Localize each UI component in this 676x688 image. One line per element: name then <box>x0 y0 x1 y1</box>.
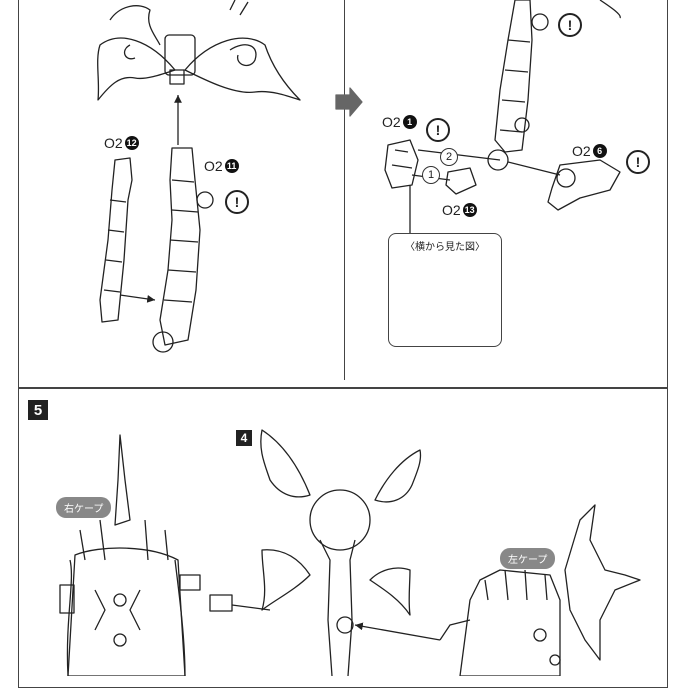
part-13-drawing <box>445 167 477 195</box>
center-wings-drawing <box>260 429 422 676</box>
part-6-drawing <box>547 159 621 211</box>
part-prefix: O2 <box>572 143 591 159</box>
part-1-drawing <box>384 139 419 189</box>
order-marker-1: 1 <box>422 166 440 184</box>
part-label-1: O2 1 <box>382 114 417 130</box>
part-11-drawing <box>152 147 214 353</box>
caution-icon: ! <box>626 150 650 174</box>
part-label-11: O2 11 <box>204 158 239 174</box>
part-prefix: O2 <box>442 202 461 218</box>
wing-assembly-drawing <box>97 0 301 101</box>
sub-step-number: 4 <box>236 430 252 446</box>
inset-title: 〈横から見た図〉 <box>405 242 485 253</box>
part-prefix: O2 <box>382 114 401 130</box>
arm-bar-drawing <box>487 0 621 171</box>
part-prefix: O2 <box>204 158 223 174</box>
part-prefix: O2 <box>104 135 123 151</box>
part-number-badge: 11 <box>224 159 239 173</box>
right-cape-label: 右ケープ <box>56 497 112 518</box>
step-panel-top <box>18 0 668 388</box>
part-number-badge: 12 <box>124 136 139 150</box>
part-number-badge: 6 <box>592 144 607 158</box>
right-cape-drawing <box>59 434 233 676</box>
caution-icon: ! <box>225 190 249 214</box>
caution-icon: ! <box>558 13 582 37</box>
part-number-badge: 13 <box>462 203 477 217</box>
part-label-12: O2 12 <box>104 135 139 151</box>
panel-divider <box>344 0 345 380</box>
order-marker-2: 2 <box>440 148 458 166</box>
part-number-badge: 1 <box>402 115 417 129</box>
part-label-6: O2 6 <box>572 143 607 159</box>
caution-icon: ! <box>426 118 450 142</box>
step-number: 5 <box>28 400 48 420</box>
part-12-drawing <box>99 157 133 323</box>
side-view-inset: 〈横から見た図〉 <box>388 233 502 347</box>
part-label-13: O2 13 <box>442 202 477 218</box>
left-cape-label: 左ケープ <box>500 548 556 569</box>
left-cape-drawing <box>439 504 641 676</box>
